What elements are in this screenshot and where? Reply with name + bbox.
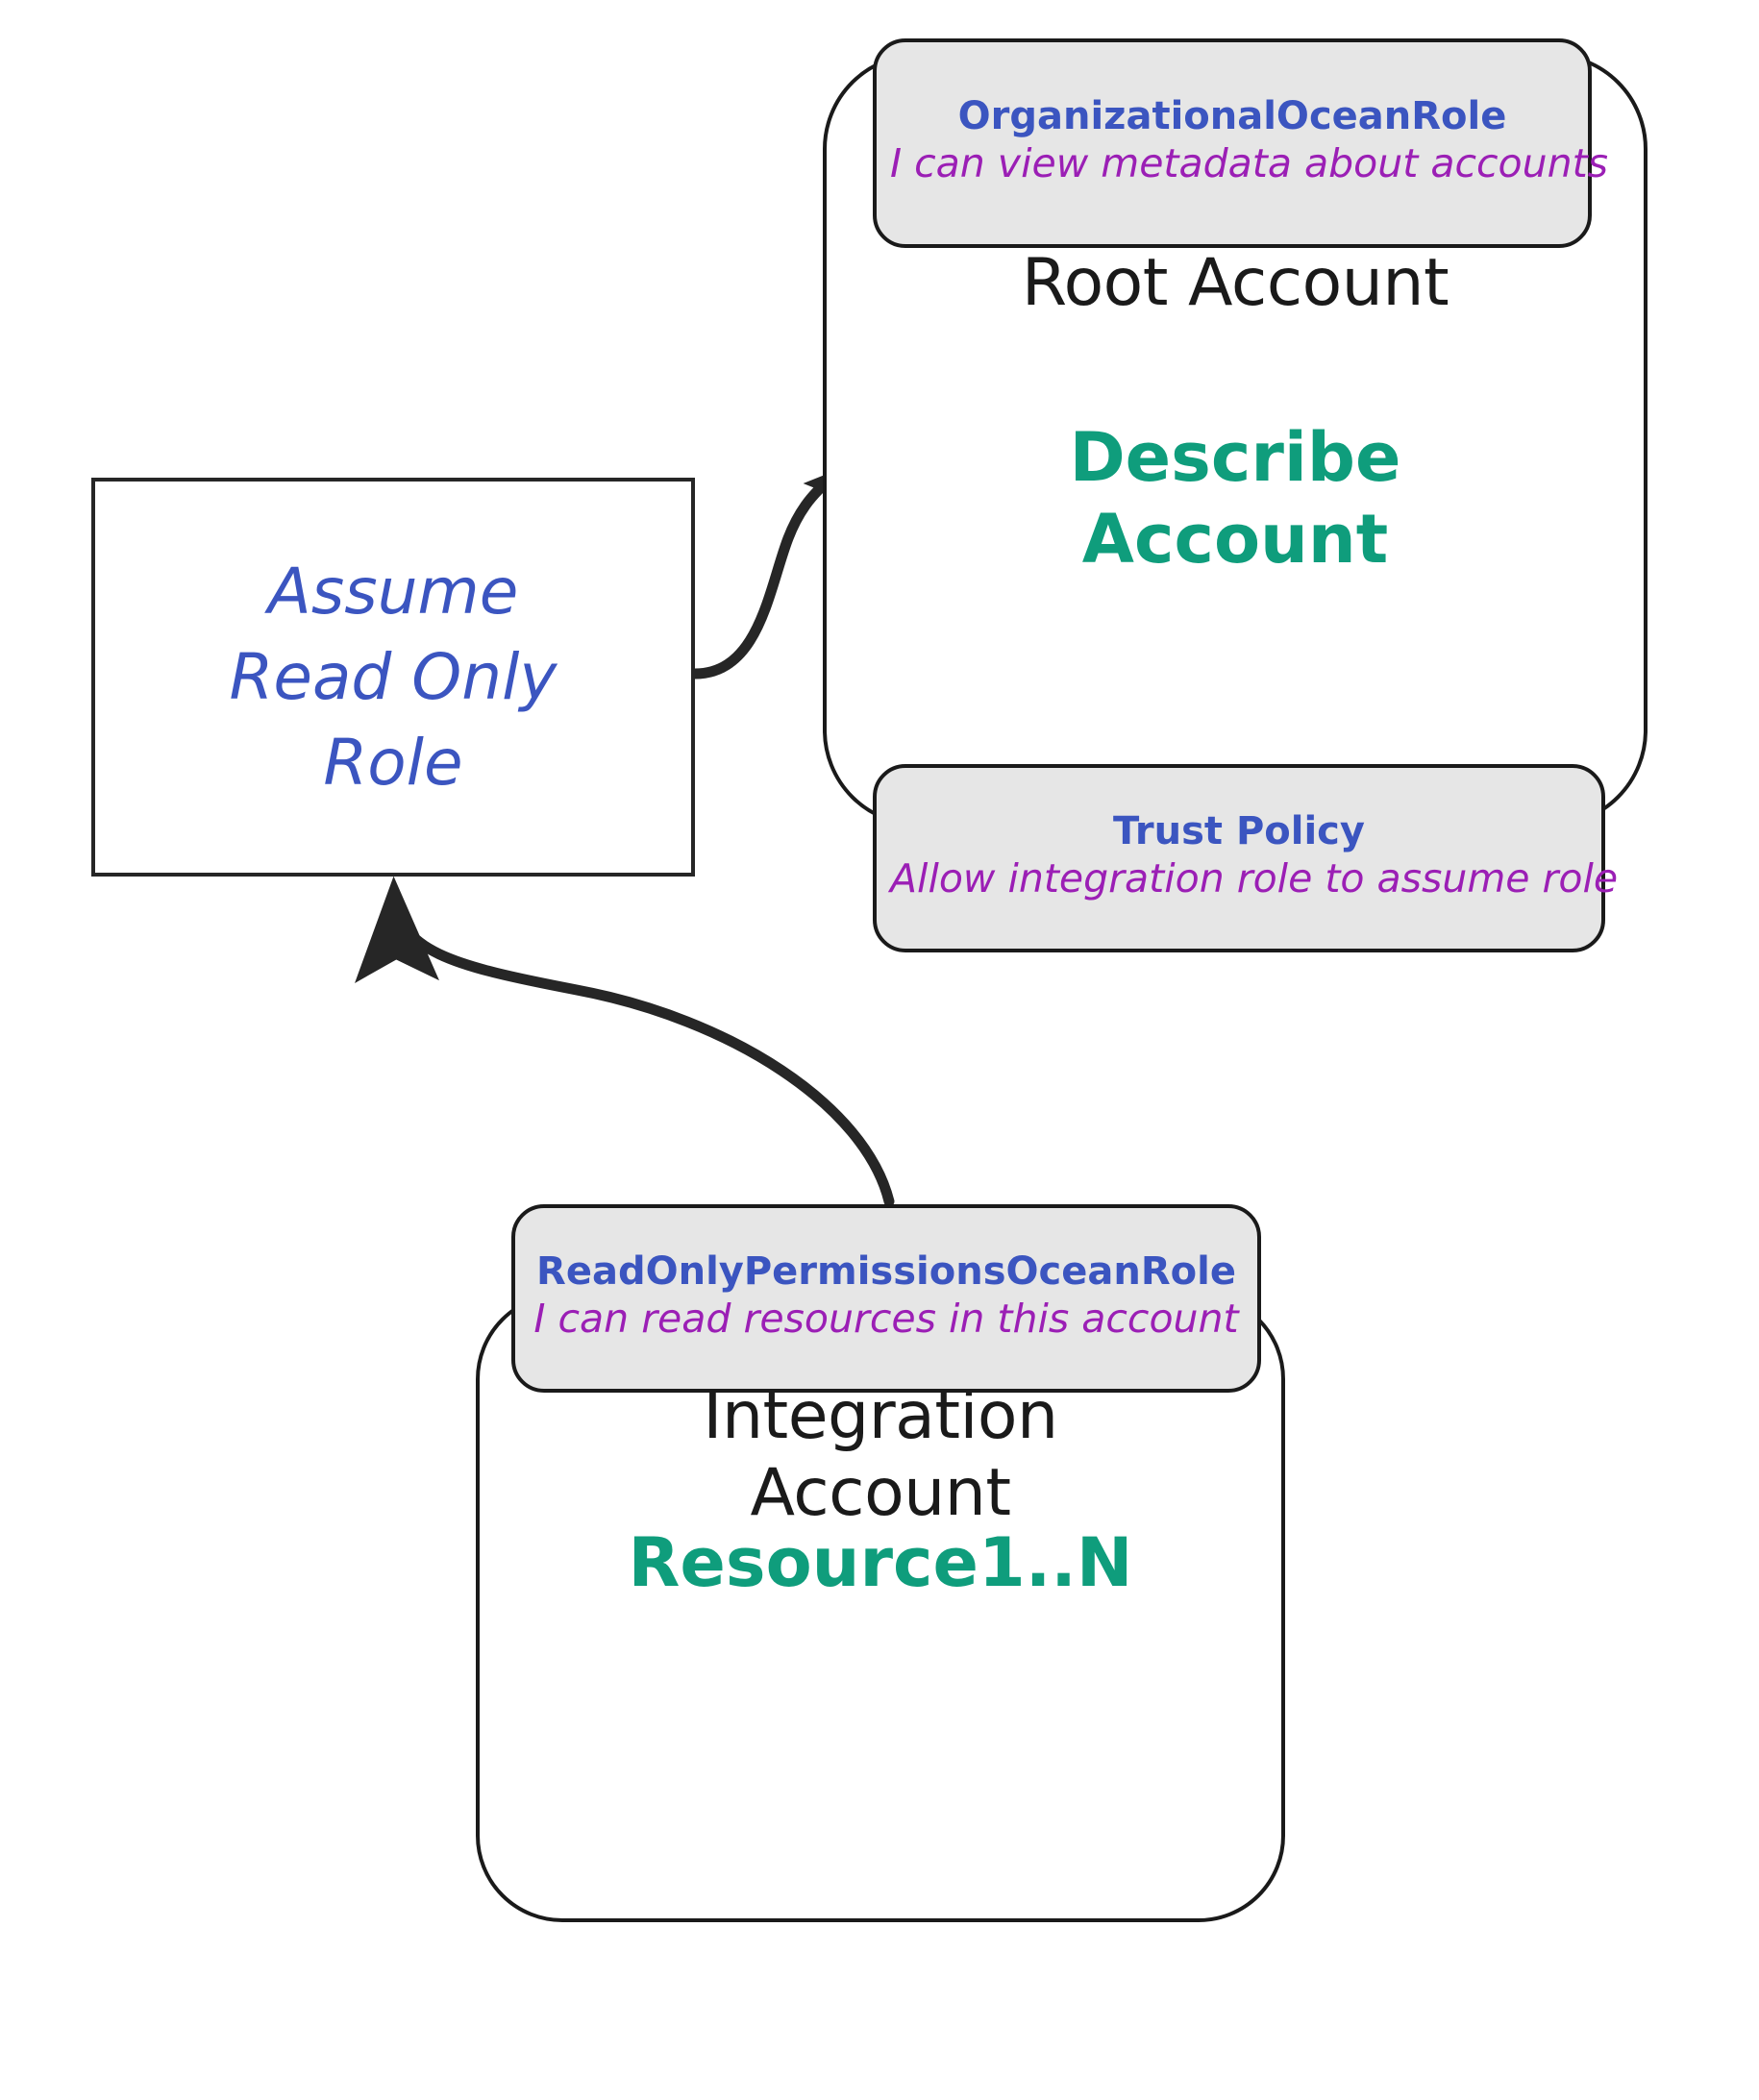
assume-role-label: Assume Read Only Role — [212, 549, 575, 805]
assume-role-label-line-3: Role — [323, 726, 463, 801]
integration-account-title-line-2: Account — [750, 1455, 1011, 1532]
note-organizational-ocean-role-title: OrganizationalOceanRole — [957, 94, 1507, 139]
integration-account-title: Integration Account — [480, 1378, 1281, 1532]
note-organizational-ocean-role[interactable]: OrganizationalOceanRole I can view metad… — [873, 38, 1609, 248]
note-readonly-permissions-ocean-role-title: ReadOnlyPermissionsOceanRole — [536, 1249, 1236, 1295]
assume-role-label-line-2: Read Only — [229, 639, 557, 714]
root-account-resource-line-1: Describe — [1069, 418, 1401, 497]
note-readonly-permissions-ocean-role-description: I can read resources in this account — [533, 1296, 1239, 1343]
edge-integration-account-to-assume-role — [355, 876, 895, 1207]
root-account-resource-line-2: Account — [1081, 500, 1389, 580]
assume-read-only-role-node[interactable]: Assume Read Only Role — [91, 478, 695, 877]
edge-assume-role-to-root-account — [689, 441, 909, 679]
root-account-resource: Describe Account — [827, 417, 1644, 581]
note-readonly-permissions-ocean-role[interactable]: ReadOnlyPermissionsOceanRole I can read … — [511, 1204, 1261, 1393]
root-account-title: Root Account — [1021, 245, 1449, 321]
note-trust-policy-description: Allow integration role to assume role — [890, 855, 1619, 902]
note-trust-policy-title: Trust Policy — [1113, 809, 1365, 854]
integration-account-resource: Resource1..N — [628, 1523, 1133, 1602]
note-trust-policy[interactable]: Trust Policy Allow integration role to a… — [873, 764, 1619, 952]
note-organizational-ocean-role-description: I can view metadata about accounts — [890, 140, 1609, 187]
assume-role-label-line-1: Assume — [267, 554, 519, 629]
